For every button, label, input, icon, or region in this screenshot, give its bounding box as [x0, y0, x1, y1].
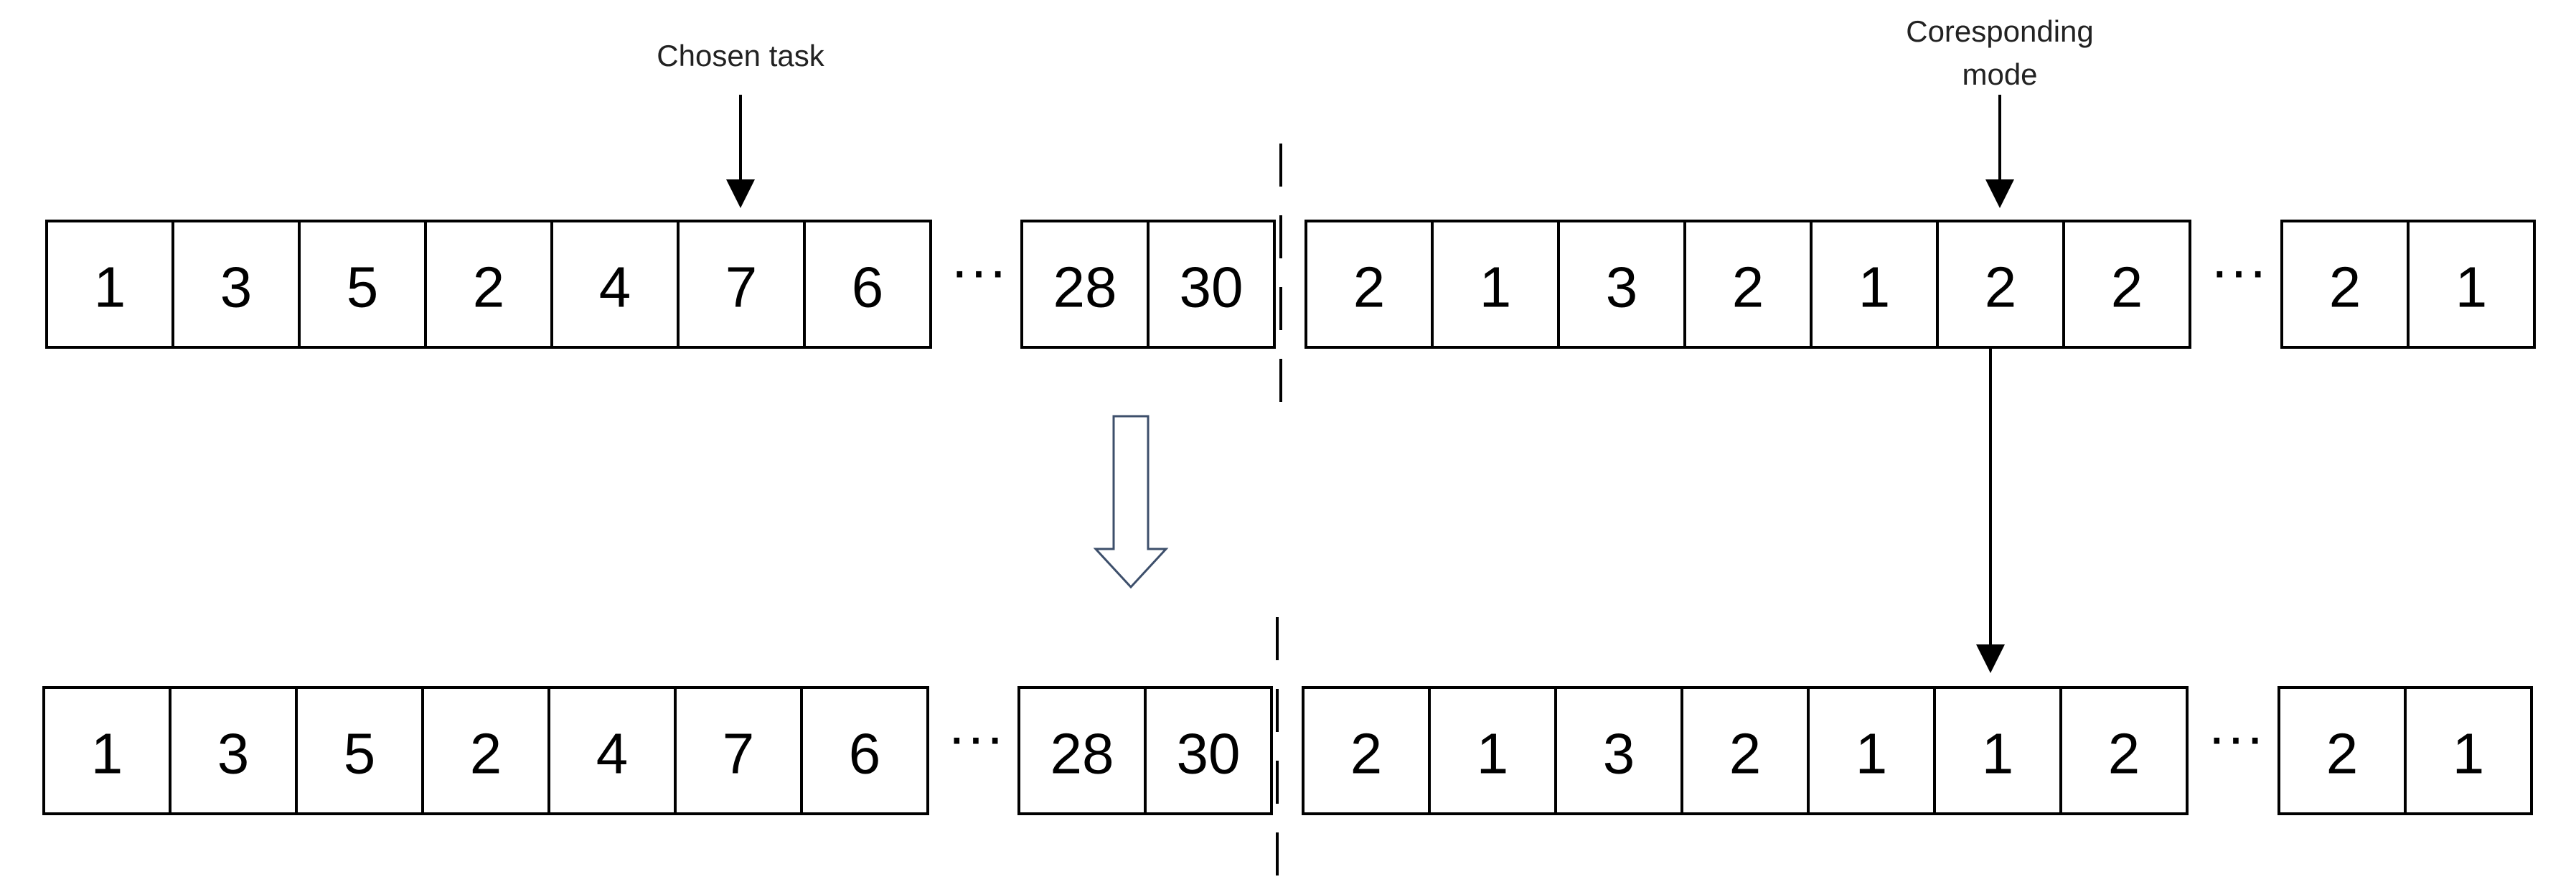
mode-gene-value: 2: [1729, 722, 1762, 786]
mode-gene-value: 1: [1480, 255, 1512, 319]
task-gene-box: [677, 220, 806, 349]
mode-gene-value: 2: [2326, 722, 2359, 786]
task-gene-value: 5: [347, 255, 379, 319]
transition-down-arrow: [1093, 415, 1169, 589]
mode-gene-value: 1: [1856, 722, 1888, 786]
task-gene-value: 30: [1177, 722, 1241, 786]
task-gene-box: [171, 220, 301, 349]
task-gene-value: 30: [1180, 255, 1244, 319]
task-gene-value: 5: [344, 722, 376, 786]
mode-gene-box: [1933, 686, 2062, 815]
mode-gene-box: [1557, 220, 1686, 349]
mode-gene-value: 1: [2453, 722, 2485, 786]
corresponding-mode-label-line1: Coresponding: [1906, 14, 2094, 48]
chosen-task-label: Chosen task: [657, 39, 824, 72]
task-gene-box: [295, 686, 424, 815]
task-ellipsis: ···: [950, 238, 1007, 302]
task-gene-value: 3: [217, 722, 250, 786]
task-gene-value: 4: [599, 255, 631, 319]
task-gene-box: [421, 686, 550, 815]
mode-gene-value: 1: [1858, 255, 1891, 319]
mode-gene-box: [1431, 220, 1560, 349]
mode-gene-value: 2: [1353, 255, 1386, 319]
mode-gene-value: 1: [1477, 722, 1509, 786]
task-gene-value: 6: [849, 722, 881, 786]
task-gene-box: [42, 686, 171, 815]
mode-gene-value: 3: [1606, 255, 1638, 319]
task-gene-box: [45, 220, 174, 349]
mode-gene-box: [2062, 220, 2191, 349]
task-gene-box: [1017, 686, 1147, 815]
mode-gene-value: 2: [2329, 255, 2361, 319]
task-gene-value: 2: [470, 722, 502, 786]
chromosome-before: 1 3 5 2 4 7 6 28 30 2 1 3 2 1 2 2 2 1 ··· ···: [45, 220, 2536, 349]
mode-gene-box: [1683, 220, 1813, 349]
mode-ellipsis: ···: [2207, 705, 2265, 769]
task-gene-box: [803, 220, 932, 349]
mode-gene-value: 2: [1350, 722, 1383, 786]
mode-gene-value: 1: [2455, 255, 2488, 319]
mode-gene-value: 2: [2108, 722, 2140, 786]
task-gene-value: 6: [852, 255, 884, 319]
task-gene-value: 7: [723, 722, 755, 786]
task-gene-value: 28: [1053, 255, 1117, 319]
task-gene-box: [169, 686, 298, 815]
task-gene-box: [1147, 220, 1276, 349]
mode-gene-box: [1554, 686, 1683, 815]
mode-gene-value: 2: [1732, 255, 1764, 319]
task-gene-box: [1144, 686, 1273, 815]
task-gene-box: [674, 686, 803, 815]
mode-gene-value: 2: [1985, 255, 2017, 319]
task-gene-value: 4: [596, 722, 629, 786]
corresponding-mode-label-line2: mode: [1962, 57, 2037, 91]
mode-ellipsis: ···: [2210, 238, 2267, 302]
task-gene-value: 1: [91, 722, 123, 786]
task-gene-value: 1: [94, 255, 126, 319]
task-gene-value: 3: [220, 255, 253, 319]
task-ellipsis: ···: [947, 705, 1005, 769]
task-gene-box: [800, 686, 929, 815]
task-gene-box: [550, 220, 680, 349]
mode-gene-box: [2404, 686, 2533, 815]
chromosome-after: 1 3 5 2 4 7 6 28 30 2 1 3 2 1 1 2 2 1 ··· ···: [42, 686, 2533, 815]
task-gene-value: 2: [473, 255, 505, 319]
mode-gene-box: [1302, 686, 1431, 815]
mode-gene-value: 3: [1603, 722, 1635, 786]
task-gene-value: 7: [725, 255, 758, 319]
mode-gene-value: 2: [2111, 255, 2143, 319]
task-gene-box: [424, 220, 553, 349]
mode-gene-box: [2280, 220, 2410, 349]
mode-gene-box: [1936, 220, 2065, 349]
mode-gene-value: 1: [1982, 722, 2014, 786]
task-gene-value: 28: [1050, 722, 1114, 786]
task-gene-box: [1020, 220, 1150, 349]
mode-gene-box: [2277, 686, 2407, 815]
mode-gene-box: [2059, 686, 2189, 815]
mode-gene-box: [2407, 220, 2536, 349]
